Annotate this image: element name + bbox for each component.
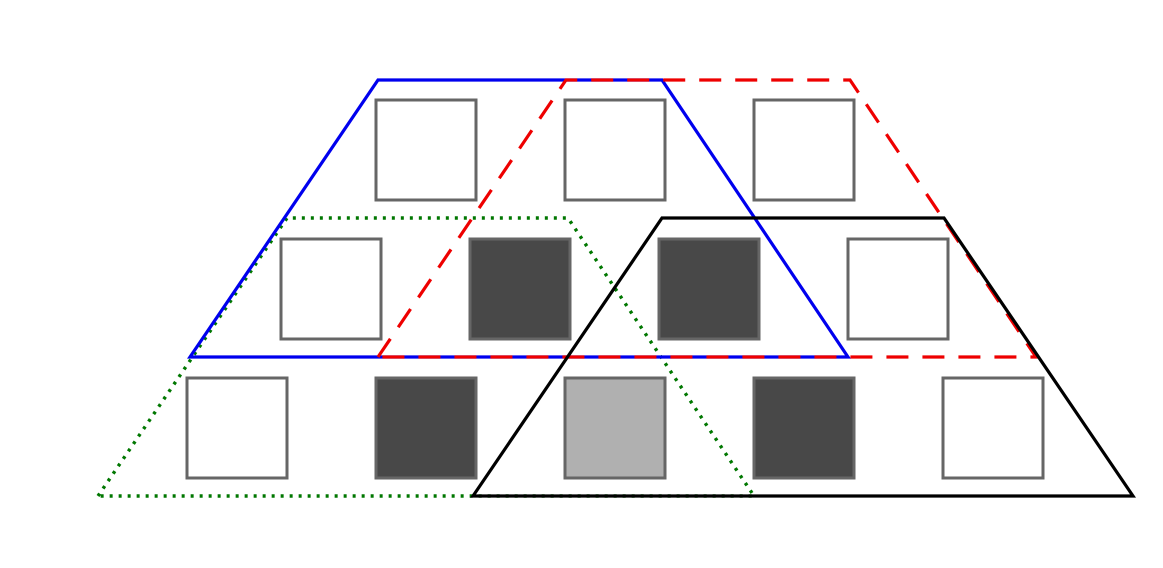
cell-bottom-5-white (941, 376, 1045, 480)
cell-middle-3-dark (657, 237, 761, 341)
cell-top-2-white (563, 98, 667, 202)
black-solid-trapezoid (469, 216, 1137, 498)
outlines-layer (94, 78, 1137, 498)
cell-bottom-1-white (185, 376, 289, 480)
cell-middle-4-white (846, 237, 950, 341)
cell-bottom-4-dark (752, 376, 856, 480)
cell-middle-2-dark (468, 237, 572, 341)
cell-top-3-white (752, 98, 856, 202)
cell-top-1-white (374, 98, 478, 202)
cell-middle-1-white (279, 237, 383, 341)
red-dashed-trapezoid (374, 78, 1040, 359)
cells-layer (185, 98, 1045, 480)
blue-solid-trapezoid (186, 78, 852, 359)
cell-bottom-2-dark (374, 376, 478, 480)
cell-bottom-3-light (563, 376, 667, 480)
